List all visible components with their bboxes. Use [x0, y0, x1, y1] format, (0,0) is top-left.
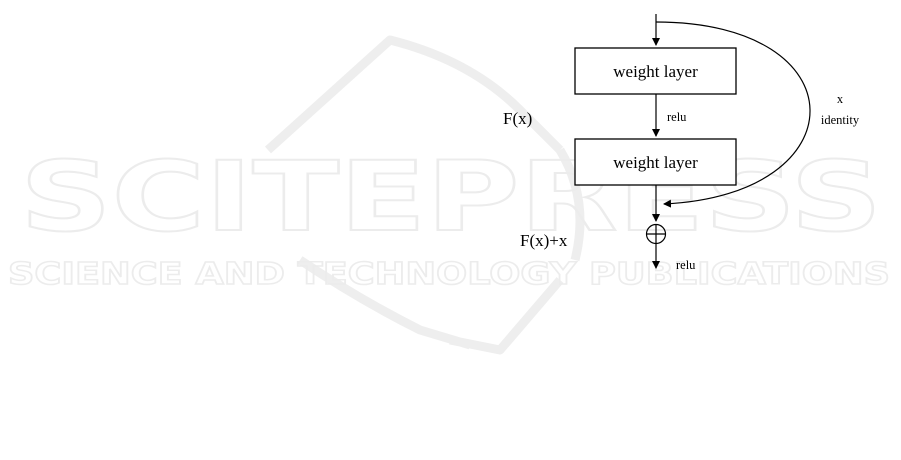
weight-layer-1: weight layer [575, 48, 736, 94]
circle-plus-icon [647, 225, 666, 244]
relu-output-label: relu [676, 258, 696, 272]
relu-middle-label: relu [667, 110, 687, 124]
weight-layer-2: weight layer [575, 139, 736, 185]
residual-function-label: F(x) [503, 109, 532, 128]
identity-label: identity [821, 113, 860, 127]
weight-layer-1-label: weight layer [613, 62, 698, 81]
watermark: SCITEPRESS SCIENCE AND TECHNOLOGY PUBLIC… [8, 40, 890, 350]
sum-label: F(x)+x [520, 231, 568, 250]
watermark-subtitle: SCIENCE AND TECHNOLOGY PUBLICATIONS [8, 257, 890, 292]
weight-layer-2-label: weight layer [613, 153, 698, 172]
watermark-title: SCITEPRESS [20, 141, 882, 253]
shortcut-input-label: x [837, 92, 844, 106]
